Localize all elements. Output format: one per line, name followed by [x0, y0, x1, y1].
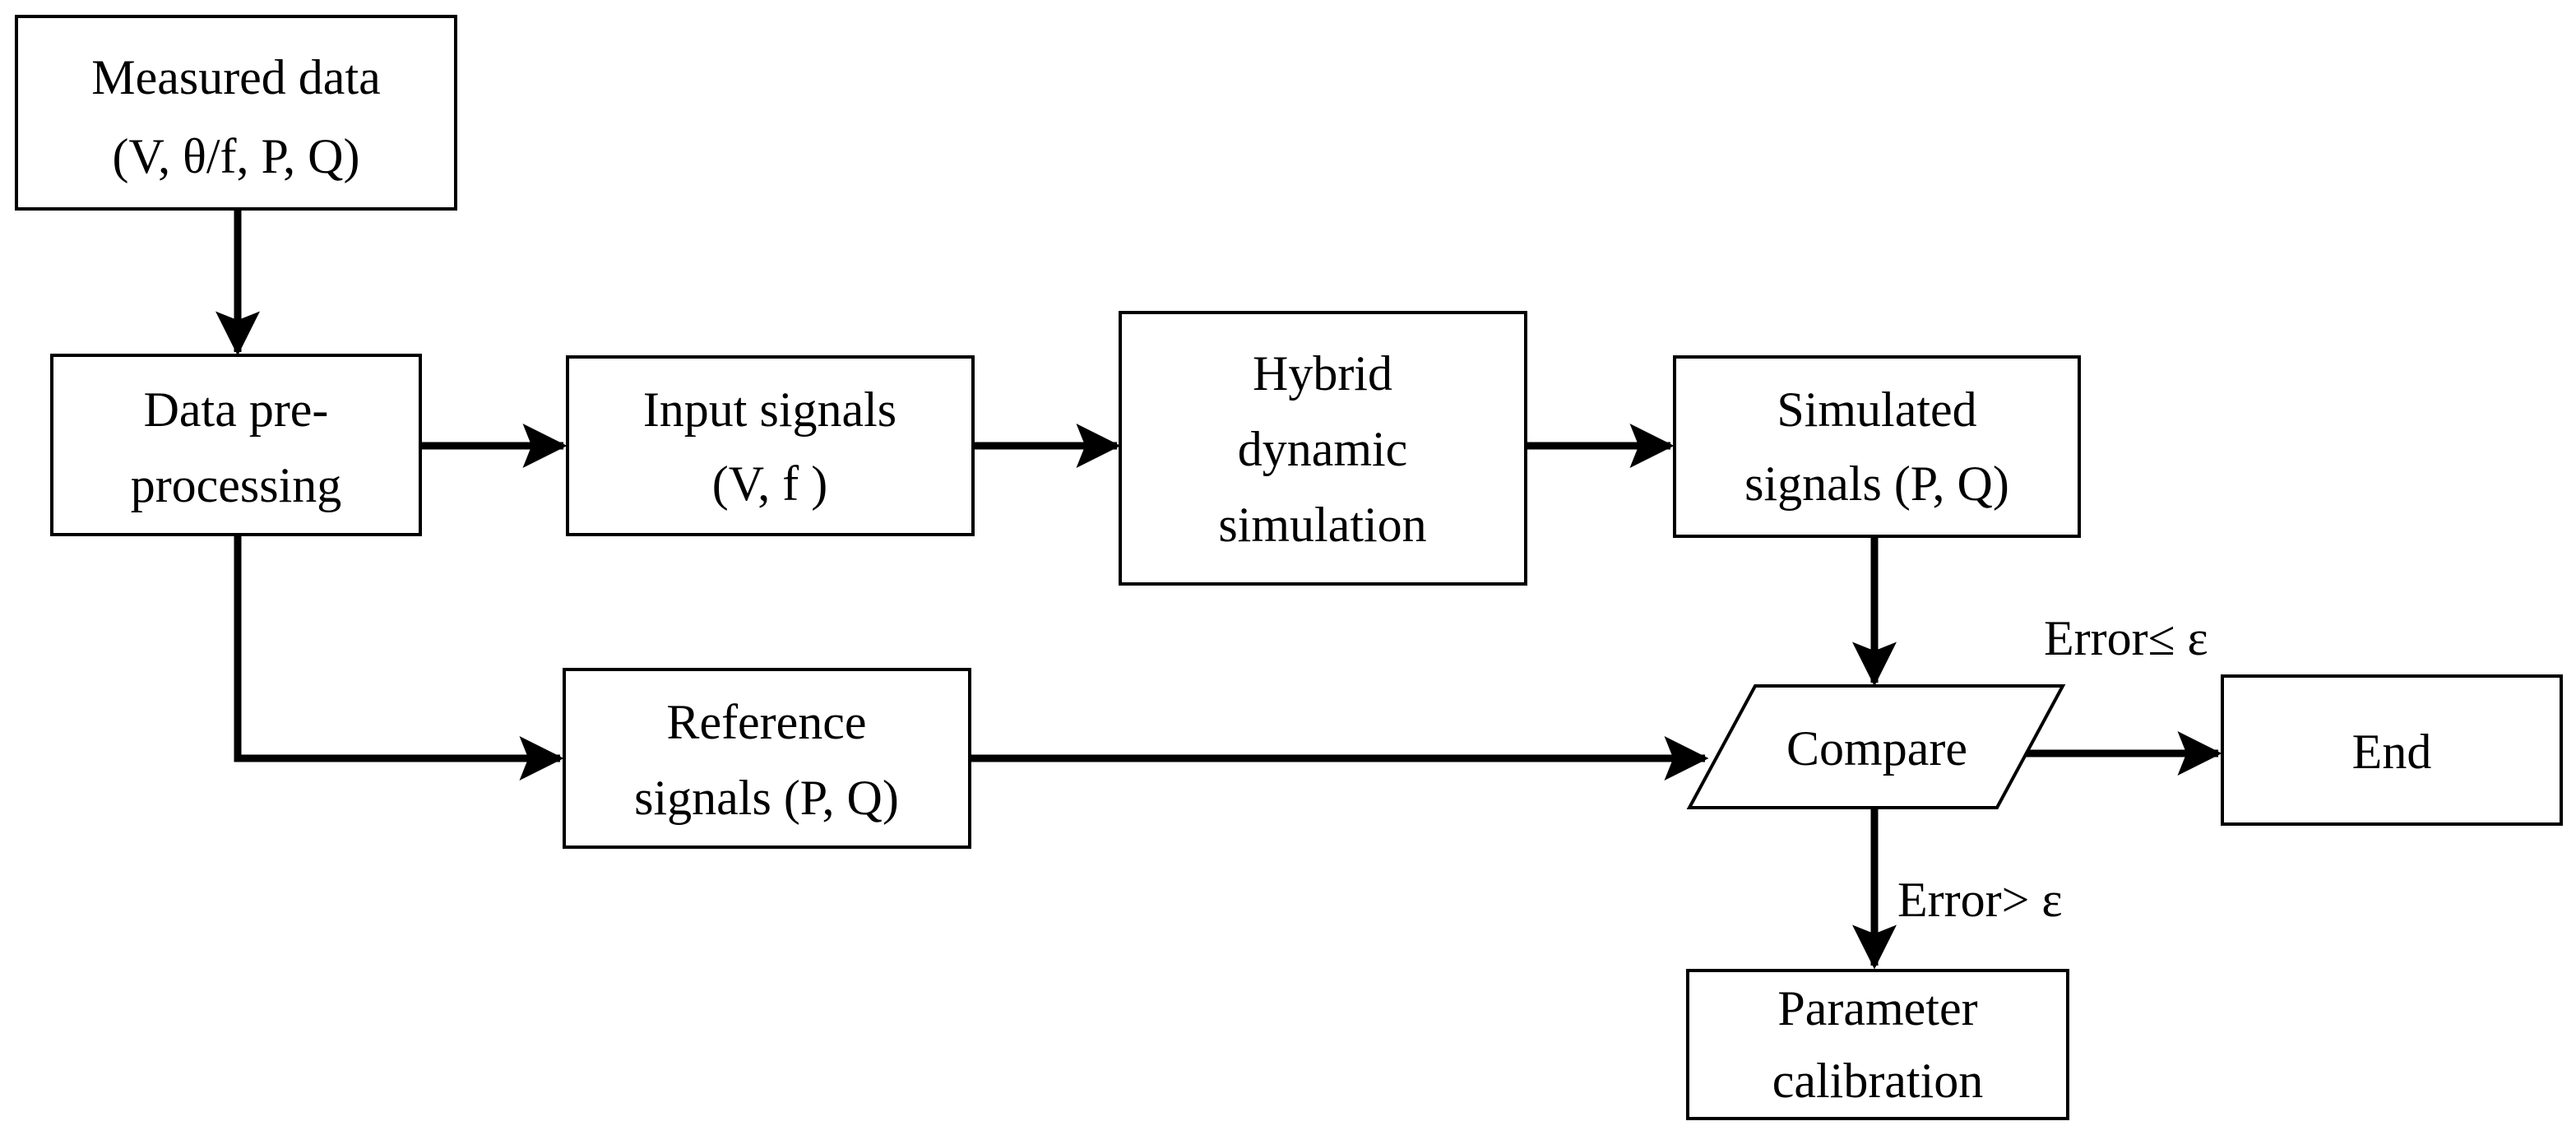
node-label: processing: [131, 458, 342, 512]
node-simulated-signals: Simulated signals (P, Q): [1673, 355, 2081, 538]
node-label: calibration: [1772, 1054, 1984, 1108]
node-measured-data: Measured data (V, θ/f, P, Q): [15, 15, 457, 211]
node-label: Simulated: [1777, 382, 1976, 437]
node-label: Input signals: [643, 382, 897, 437]
node-label: Measured data: [91, 50, 381, 104]
node-label: (V, θ/f, P, Q): [113, 129, 360, 183]
edge-label-error-gt: Error> ε: [1897, 873, 2063, 927]
node-data-preprocessing: Data pre- processing: [50, 354, 422, 536]
node-label: Compare: [1786, 721, 1967, 776]
node-label: End: [2352, 725, 2432, 779]
node-label: Reference: [666, 695, 866, 749]
node-label: dynamic: [1238, 422, 1408, 476]
node-compare: Compare: [1686, 684, 2066, 809]
node-label: simulation: [1218, 498, 1426, 552]
node-label: (V, f ): [712, 456, 828, 511]
arrow-preproc-to-reference: [234, 535, 564, 781]
edge-label-error-le: Error≤ ε: [2044, 611, 2208, 665]
node-label: Data pre-: [144, 382, 329, 437]
node-label: signals (P, Q): [1744, 456, 2009, 511]
node-reference-signals: Reference signals (P, Q): [563, 668, 971, 849]
node-end: End: [2221, 674, 2563, 826]
node-hybrid-dynamic-simulation: Hybrid dynamic simulation: [1119, 311, 1527, 586]
node-label: Parameter: [1777, 981, 1977, 1035]
node-label: Hybrid: [1253, 346, 1392, 401]
node-input-signals: Input signals (V, f ): [566, 355, 975, 536]
node-parameter-calibration: Parameter calibration: [1686, 969, 2069, 1120]
node-label: signals (P, Q): [634, 771, 899, 825]
